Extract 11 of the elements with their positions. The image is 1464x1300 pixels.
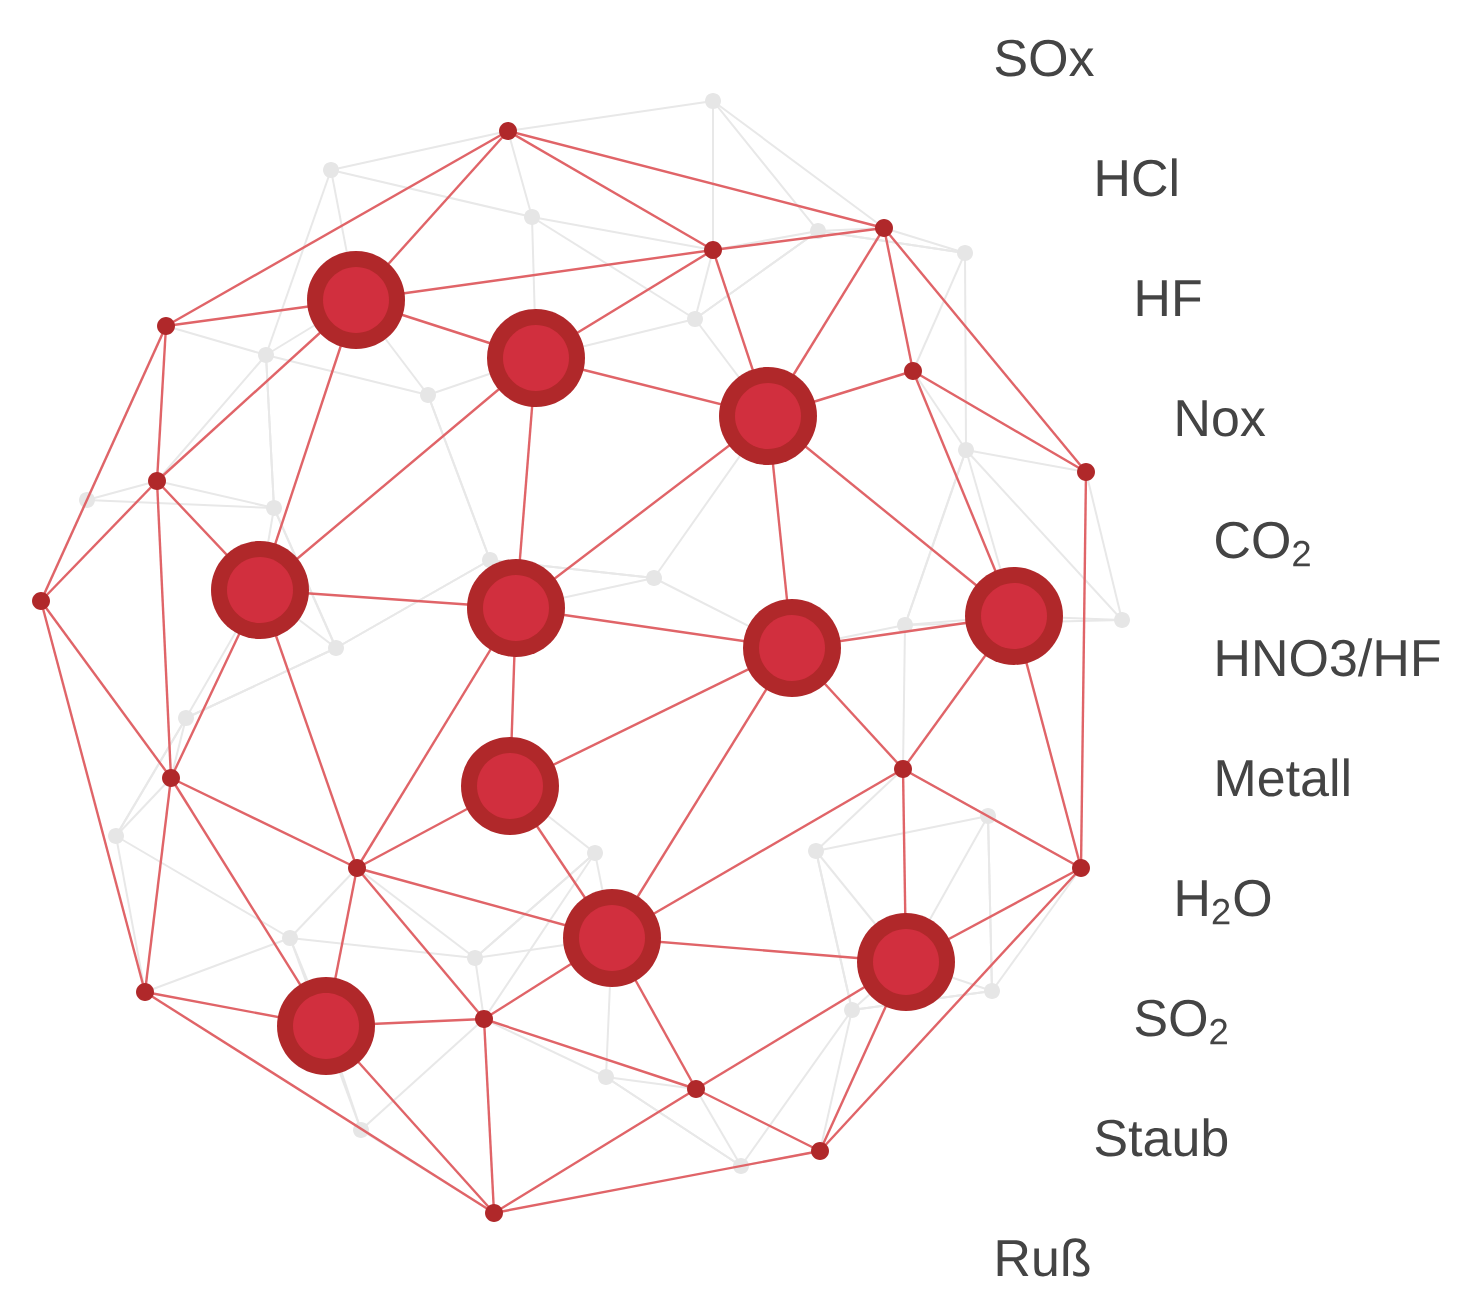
label: Ruß: [997, 1238, 1090, 1277]
label: HCl: [1097, 158, 1177, 197]
label: SO$_{2}$: [1135, 999, 1227, 1045]
label: CO$_{2}$: [1216, 521, 1310, 567]
label: HNO3/HF: [1217, 638, 1440, 677]
label: H$_{2}$O: [1177, 879, 1271, 925]
label: HF: [1137, 280, 1201, 316]
label: Metall: [1217, 758, 1349, 797]
label: Staub: [1095, 1118, 1228, 1157]
label: SOx: [995, 39, 1094, 77]
label: Nox: [1177, 400, 1266, 437]
